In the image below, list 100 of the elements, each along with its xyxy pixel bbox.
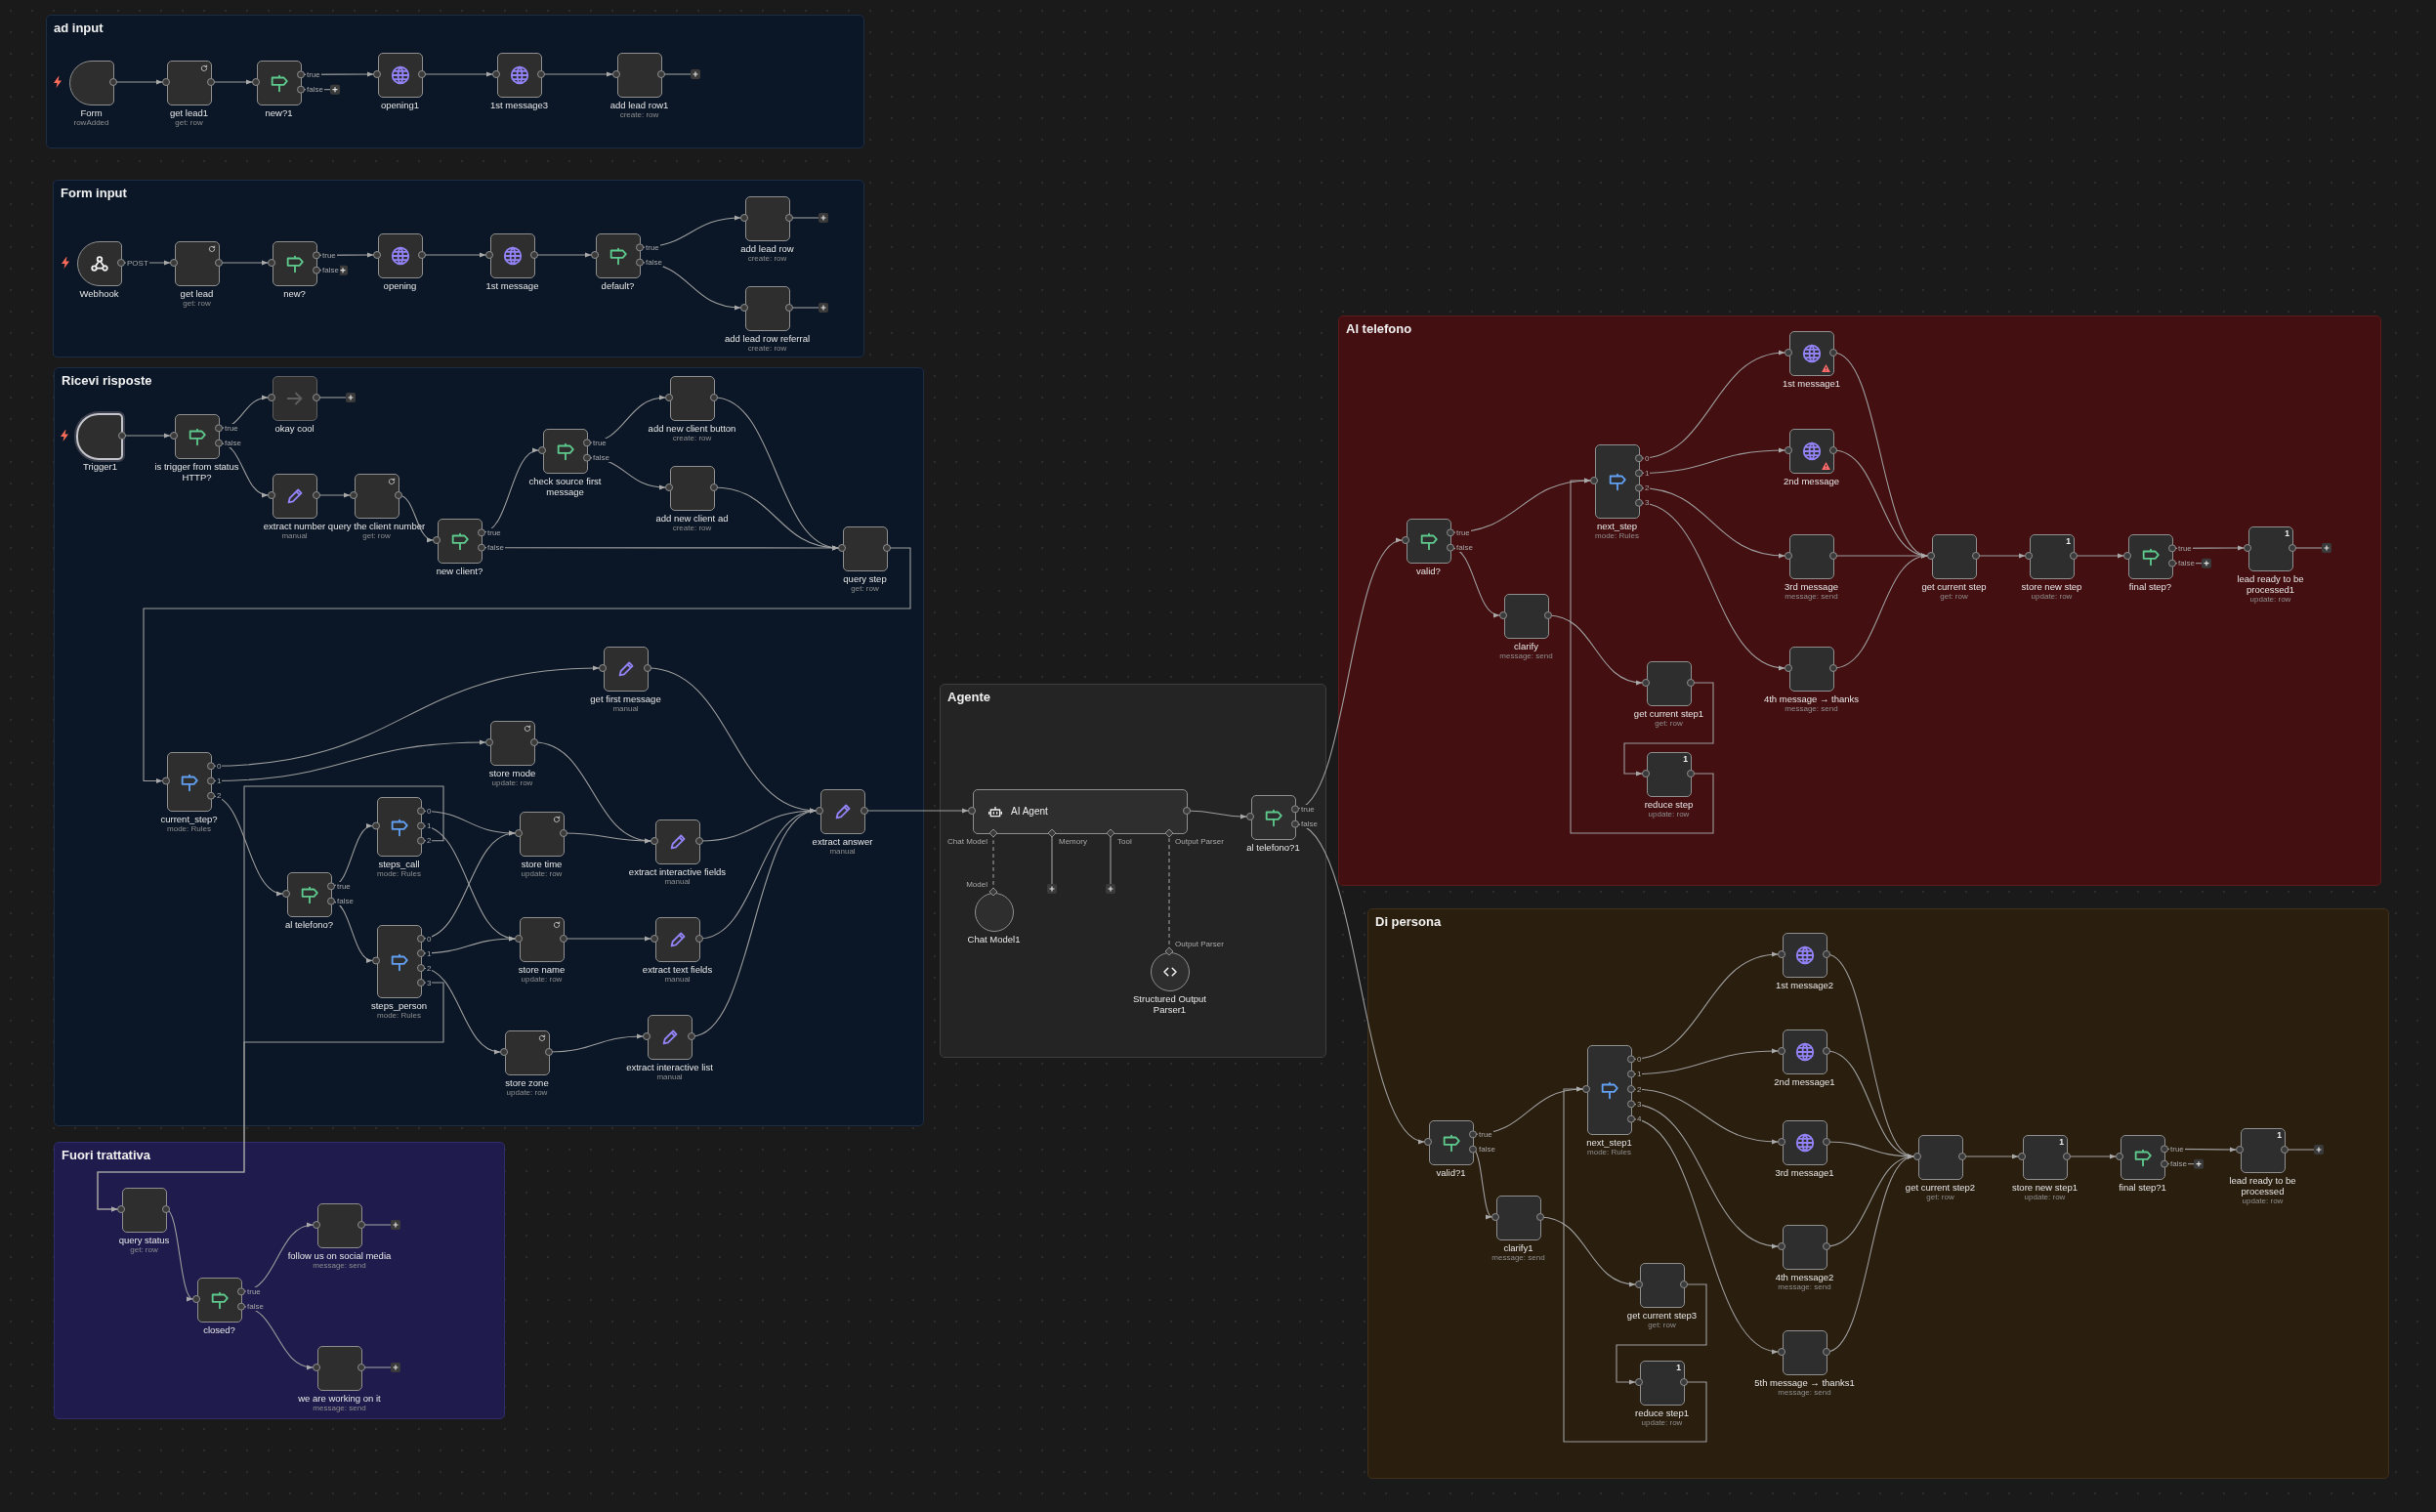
node-subtitle: update: row xyxy=(1641,1418,1683,1427)
edge-label: 1 xyxy=(1644,468,1651,478)
group-title: Fuori trattativa xyxy=(62,1148,150,1162)
node-subtitle: update: row xyxy=(2024,1193,2066,1201)
port-label: Model xyxy=(966,880,987,889)
group-title: Di persona xyxy=(1375,914,1442,929)
edge-label: 2 xyxy=(426,836,433,846)
node-subtitle: get: row xyxy=(175,118,203,127)
node-title: 1st message2 xyxy=(1775,980,1834,990)
node-subtitle: get: row xyxy=(362,531,391,540)
node-title: extract text fields xyxy=(642,964,713,975)
node-subtitle: mode: Rules xyxy=(167,824,211,833)
node-title: Form xyxy=(80,107,103,118)
edge-label: POST xyxy=(126,258,149,268)
node-subtitle: update: row xyxy=(506,1088,548,1097)
node-title: extract answer xyxy=(812,836,873,847)
edge-label: 1 xyxy=(426,821,433,830)
node-title: valid? xyxy=(1416,566,1441,576)
node-title: next_step1 xyxy=(1586,1137,1632,1148)
edge-label: false xyxy=(246,1302,265,1312)
node-title: add lead row1 xyxy=(609,100,669,110)
edge-label: true xyxy=(486,527,502,537)
count-label: 1 xyxy=(2059,1137,2064,1147)
edge-label: true xyxy=(224,423,239,433)
workflow-node xyxy=(973,789,1188,834)
node-subtitle: message: send xyxy=(1785,592,1838,601)
edge-label: 4 xyxy=(1636,1114,1643,1124)
group-panel xyxy=(53,180,864,357)
node-subtitle: create: row xyxy=(672,524,712,532)
node-title: opening1 xyxy=(380,100,420,110)
edge-label: false xyxy=(306,85,324,95)
node-title: al telefono?1 xyxy=(1246,842,1300,853)
node-title: get current step2 xyxy=(1905,1182,1976,1193)
node-title: lead ready to be processed xyxy=(2228,1175,2297,1197)
node-title: is trigger from status HTTP? xyxy=(153,461,240,483)
edge-label: 1 xyxy=(426,948,433,958)
node-title: query step xyxy=(843,573,887,584)
edge-label: false xyxy=(224,439,242,448)
connector-arrow xyxy=(97,982,444,1212)
node-title: reduce step xyxy=(1644,799,1694,810)
node-subtitle: message: send xyxy=(1491,1253,1545,1262)
node-subtitle: update: row xyxy=(2249,595,2291,604)
node-title: add lead row referral xyxy=(724,333,811,344)
edge-label: 0 xyxy=(216,761,223,771)
node-title: next_step xyxy=(1596,521,1638,531)
node-title: clarify1 xyxy=(1503,1242,1533,1253)
node-title: add new client ad xyxy=(655,513,729,524)
count-label: 1 xyxy=(2277,1130,2282,1140)
port-label: Chat Model xyxy=(947,837,987,846)
edge-label: true xyxy=(336,881,352,891)
group-title: Form input xyxy=(61,186,127,200)
node-subtitle: get: row xyxy=(1648,1321,1676,1329)
edge-label: true xyxy=(645,242,660,252)
edge-label: 0 xyxy=(1644,453,1651,463)
edge-label: false xyxy=(2177,559,2196,568)
node-title: 5th message → thanks1 xyxy=(1754,1377,1855,1388)
node-title: 1st message1 xyxy=(1782,378,1841,389)
edge-label: false xyxy=(321,266,340,275)
group-panel xyxy=(46,15,864,148)
node-subtitle: update: row xyxy=(491,778,533,787)
node-title: Trigger1 xyxy=(83,461,117,472)
node-subtitle: manual xyxy=(664,975,691,984)
node-subtitle: message: send xyxy=(1778,1388,1831,1397)
connector-arrow xyxy=(1570,478,1714,834)
node-title: 1st message3 xyxy=(489,100,549,110)
node-subtitle: get: row xyxy=(1655,719,1683,728)
connector-arrow xyxy=(143,547,911,784)
node-subtitle: message: send xyxy=(1785,704,1838,713)
edge-label: false xyxy=(1478,1145,1496,1155)
node-subtitle: update: row xyxy=(2242,1197,2284,1205)
node-subtitle: create: row xyxy=(747,254,787,263)
node-title: clarify xyxy=(1514,641,1538,651)
node-title: al telefono? xyxy=(284,919,334,930)
node-subtitle: message: send xyxy=(1778,1282,1831,1291)
edge-label: Tool xyxy=(1116,837,1133,846)
node-title: get current step1 xyxy=(1633,708,1704,719)
node-title: steps_person xyxy=(370,1000,427,1011)
count-label: 1 xyxy=(1676,1363,1681,1372)
group-title: Agente xyxy=(947,690,991,704)
group-title: Al telefono xyxy=(1346,321,1412,336)
edge-label: true xyxy=(321,250,337,260)
node-title: new client? xyxy=(436,566,483,576)
count-label: 1 xyxy=(2285,528,2289,538)
node-title: final step? xyxy=(2128,581,2172,592)
edge-label: 0 xyxy=(426,806,433,816)
node-title: steps_call xyxy=(378,859,420,869)
edge-label: false xyxy=(1455,543,1474,553)
node-subtitle: update: row xyxy=(1648,810,1690,819)
node-title: lead ready to be processed1 xyxy=(2236,573,2305,595)
node-subtitle: manual xyxy=(281,531,308,540)
node-subtitle: rowAdded xyxy=(73,118,109,127)
edge-label: false xyxy=(486,543,505,553)
count-label: 1 xyxy=(2066,536,2071,546)
node-title: store new step1 xyxy=(2011,1182,2079,1193)
edge-label: true xyxy=(1300,804,1316,814)
node-subtitle: create: row xyxy=(747,344,787,353)
node-title: get lead xyxy=(180,288,214,299)
node-subtitle: mode: Rules xyxy=(377,1011,421,1020)
node-subtitle: message: send xyxy=(1499,651,1553,660)
node-subtitle: manual xyxy=(656,1072,683,1081)
